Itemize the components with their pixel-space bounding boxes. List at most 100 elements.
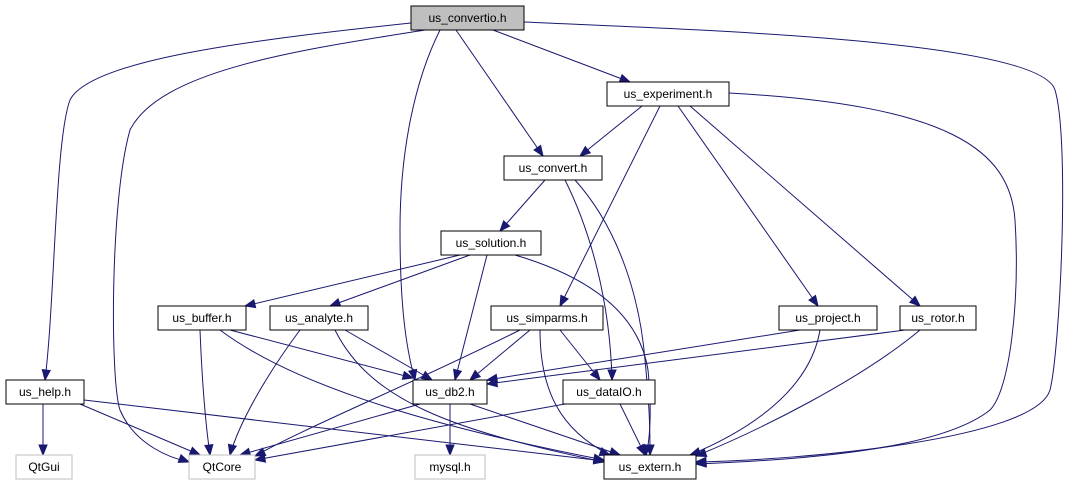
edge-line <box>112 29 426 463</box>
node-us-extern[interactable]: us_extern.h <box>603 454 697 480</box>
node-us-rotor[interactable]: us_rotor.h <box>899 305 977 331</box>
edge-arrowhead <box>598 447 612 457</box>
node-qtgui: QtGui <box>15 454 73 480</box>
edge-line <box>486 329 906 385</box>
edge-line <box>254 403 566 461</box>
edge-us_dataio-to-us_extern <box>619 403 646 457</box>
edge-arrowhead <box>188 446 202 456</box>
node-us-solution[interactable]: us_solution.h <box>440 230 542 256</box>
node-us-project[interactable]: us_project.h <box>778 305 878 331</box>
edge-line <box>229 329 301 456</box>
edge-line <box>579 105 643 157</box>
node-us-simparms[interactable]: us_simparms.h <box>490 305 604 331</box>
edge-us_help-to-us_extern <box>83 399 606 465</box>
edge-us_buffer-to-us_db2 <box>229 329 415 380</box>
node-us-convertio[interactable]: us_convertio.h <box>410 5 525 31</box>
node-label: us_simparms.h <box>506 311 587 325</box>
edge-us_experiment-to-us_extern <box>694 92 1017 468</box>
edge-arrowhead <box>808 294 819 308</box>
edge-line <box>695 92 1017 465</box>
node-label: us_extern.h <box>619 460 682 474</box>
node-box <box>15 454 73 480</box>
node-us-dataio[interactable]: us_dataIO.h <box>562 379 656 405</box>
edge-line <box>695 329 921 457</box>
node-label: us_buffer.h <box>172 311 231 325</box>
edge-line <box>329 254 471 307</box>
node-us-help[interactable]: us_help.h <box>5 379 85 405</box>
edge-us_project-to-us_extern <box>688 329 821 457</box>
edge-us_simparms-to-us_dataio <box>559 329 601 382</box>
edge-line <box>79 403 201 456</box>
node-box <box>562 379 656 405</box>
node-box <box>606 81 730 107</box>
edge-arrowhead <box>407 368 418 382</box>
edge-arrowhead <box>204 444 214 457</box>
node-box <box>5 379 85 405</box>
node-label: us_project.h <box>795 311 860 325</box>
edge-line <box>689 329 821 456</box>
edge-line <box>499 179 546 232</box>
node-box <box>188 454 256 480</box>
node-box <box>412 379 488 405</box>
node-label: us_experiment.h <box>624 87 713 101</box>
edge-line <box>83 399 605 462</box>
edges-layer <box>38 21 1064 468</box>
node-label: us_convert.h <box>519 161 588 175</box>
node-us-buffer[interactable]: us_buffer.h <box>157 305 247 331</box>
node-label: us_help.h <box>19 385 71 399</box>
node-box <box>157 305 247 331</box>
edge-arrowhead <box>533 144 544 158</box>
node-us-convert[interactable]: us_convert.h <box>503 155 603 181</box>
node-qtcore: QtCore <box>188 454 256 480</box>
edge-us_experiment-to-us_convert <box>578 105 643 157</box>
edge-us_convertio-to-us_db2 <box>399 29 441 382</box>
edge-arrowhead <box>243 298 257 309</box>
node-box <box>410 5 525 31</box>
edge-arrowhead <box>420 370 434 381</box>
edge-us_convertio-to-us_experiment <box>492 29 632 83</box>
edge-us_analyte-to-qtcore <box>227 329 301 457</box>
edge-arrowhead <box>593 455 606 465</box>
edge-line <box>199 329 211 456</box>
edge-line <box>219 329 605 461</box>
edge-arrowhead <box>636 443 646 457</box>
node-box <box>603 454 697 480</box>
node-box <box>778 305 878 331</box>
edge-arrowhead <box>445 444 455 457</box>
nodes-layer: us_convertio.h us_experiment.h us_convert.… <box>5 5 977 480</box>
edge-arrowhead <box>38 444 48 457</box>
node-us-db2[interactable]: us_db2.h <box>412 379 488 405</box>
edge-line <box>469 403 621 456</box>
node-us-experiment[interactable]: us_experiment.h <box>606 81 730 107</box>
node-label: us_solution.h <box>456 236 527 250</box>
edge-us_help-to-qtgui <box>38 404 48 457</box>
edge-arrowhead <box>453 368 463 382</box>
node-box <box>440 230 542 256</box>
edge-line <box>454 254 488 381</box>
node-label: QtGui <box>28 460 59 474</box>
edge-us_experiment-to-us_simparms <box>559 105 661 308</box>
edge-line <box>559 329 601 381</box>
edge-arrowhead <box>177 453 191 463</box>
node-label: us_dataIO.h <box>576 385 641 399</box>
edge-line <box>689 105 921 307</box>
edge-line <box>229 329 414 379</box>
edge-line <box>344 329 433 381</box>
node-box <box>899 305 977 331</box>
edge-arrowhead <box>908 295 922 307</box>
edge-us_rotor-to-us_extern <box>694 329 921 457</box>
edge-us_experiment-to-us_rotor <box>689 105 922 307</box>
node-box <box>414 454 486 480</box>
edge-arrowhead <box>401 370 415 380</box>
node-label: us_db2.h <box>425 385 474 399</box>
node-label: mysql.h <box>429 460 470 474</box>
edge-arrowhead <box>618 73 632 83</box>
edge-us_dataio-to-qtcore <box>253 403 566 463</box>
node-us-analyte[interactable]: us_analyte.h <box>269 305 369 331</box>
edge-us_convertio-to-qtcore <box>112 29 426 463</box>
edge-line <box>399 29 441 381</box>
edge-line <box>523 21 1064 463</box>
edge-us_analyte-to-us_db2 <box>344 329 434 381</box>
edge-arrowhead <box>227 443 238 457</box>
